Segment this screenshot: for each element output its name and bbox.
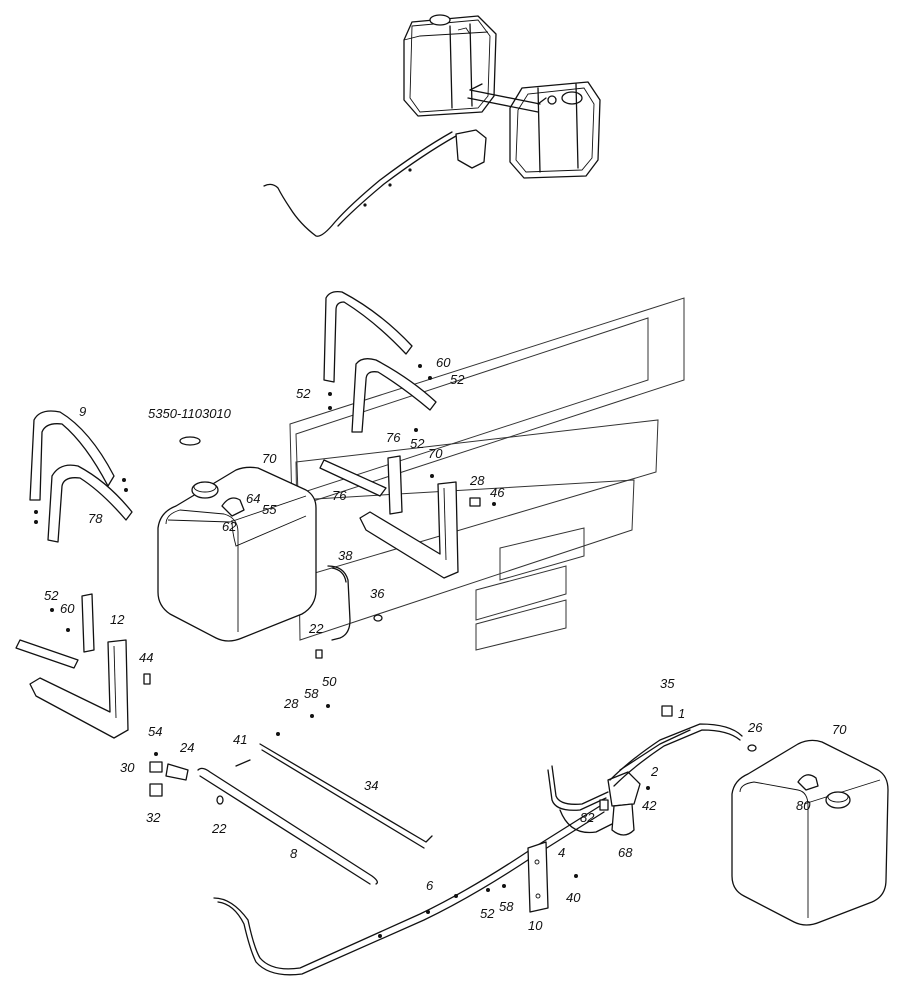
label-9: 9 <box>79 404 86 419</box>
label-70: 70 <box>428 446 443 461</box>
label-26: 26 <box>747 720 763 735</box>
fittings-left <box>149 752 251 805</box>
label-42: 42 <box>642 798 657 813</box>
label-10: 10 <box>528 918 543 933</box>
label-76: 76 <box>386 430 401 445</box>
strap-78 <box>47 464 133 543</box>
label-80: 80 <box>796 798 811 813</box>
label-assembly-number: 5350-1103010 <box>148 406 232 421</box>
label-52: 52 <box>480 906 495 921</box>
label-1: 1 <box>678 706 685 721</box>
label-68: 68 <box>618 845 633 860</box>
label-52: 52 <box>44 588 59 603</box>
label-76: 76 <box>332 488 347 503</box>
fuel-tank-left <box>157 466 317 642</box>
label-44: 44 <box>139 650 153 665</box>
label-50: 50 <box>322 674 337 689</box>
label-35: 35 <box>660 676 675 691</box>
label-64: 64 <box>246 491 260 506</box>
strap-upper <box>323 290 437 433</box>
label-58: 58 <box>499 899 514 914</box>
label-28: 28 <box>283 696 299 711</box>
tank-bracket-left <box>15 593 151 739</box>
label-60: 60 <box>60 601 75 616</box>
fuel-pipe-8 <box>197 767 378 885</box>
label-24: 24 <box>179 740 194 755</box>
label-70: 70 <box>262 451 277 466</box>
label-54: 54 <box>148 724 162 739</box>
label-52: 52 <box>410 436 425 451</box>
label-41: 41 <box>233 732 247 747</box>
label-34: 34 <box>364 778 378 793</box>
label-60: 60 <box>436 355 451 370</box>
label-6: 6 <box>426 878 434 893</box>
label-58: 58 <box>304 686 319 701</box>
label-12: 12 <box>110 612 125 627</box>
label-22: 22 <box>211 821 227 836</box>
callout-labels: 9 78 5350-1103010 70 64 62 55 76 76 52 7… <box>44 355 847 933</box>
fuel-pipe-34 <box>259 704 433 849</box>
label-70: 70 <box>832 722 847 737</box>
tube-38 <box>315 565 383 659</box>
label-55: 55 <box>262 502 277 517</box>
label-30: 30 <box>120 760 135 775</box>
label-8: 8 <box>290 846 298 861</box>
label-82: 82 <box>580 810 595 825</box>
tank-bracket-right <box>319 428 496 579</box>
fuel-tank-right <box>731 739 889 926</box>
label-4: 4 <box>558 845 565 860</box>
manufacturer-logo <box>289 297 685 651</box>
label-52: 52 <box>296 386 311 401</box>
label-2: 2 <box>650 764 659 779</box>
strap-9 <box>29 410 128 524</box>
fuel-filter-68 <box>547 705 757 836</box>
overview-assembly <box>263 14 601 237</box>
label-36: 36 <box>370 586 385 601</box>
label-22: 22 <box>308 621 324 636</box>
label-32: 32 <box>146 810 161 825</box>
label-28: 28 <box>469 473 485 488</box>
label-38: 38 <box>338 548 353 563</box>
label-46: 46 <box>490 485 505 500</box>
label-78: 78 <box>88 511 103 526</box>
label-62: 62 <box>222 519 237 534</box>
label-52: 52 <box>450 372 465 387</box>
bracket-10 <box>486 841 578 913</box>
label-40: 40 <box>566 890 581 905</box>
